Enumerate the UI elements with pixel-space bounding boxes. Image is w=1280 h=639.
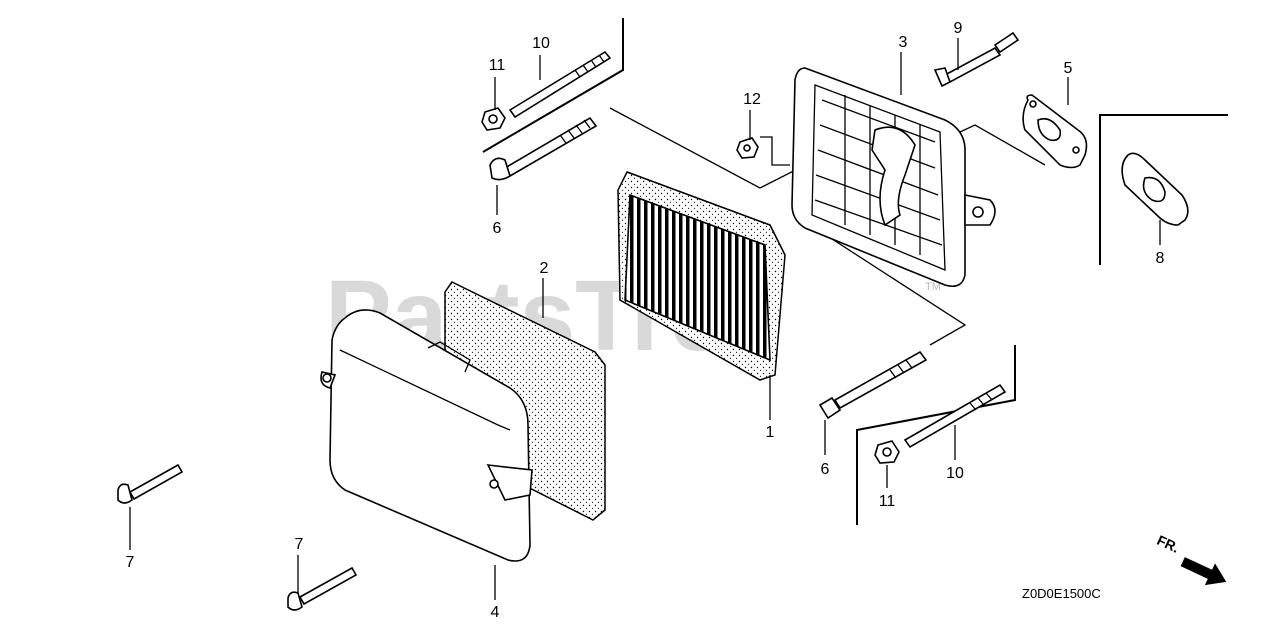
callout-6-lower: 6 <box>821 461 830 478</box>
callout-7-left: 7 <box>126 554 135 571</box>
nut-11-lower[interactable] <box>874 440 900 464</box>
callout-10-lower: 10 <box>946 465 964 482</box>
callout-7-bottom: 7 <box>295 536 304 553</box>
callout-11-upper: 11 <box>489 57 506 74</box>
callout-1: 1 <box>766 424 775 441</box>
front-direction-arrow: FR. <box>1155 532 1227 586</box>
callout-10-upper: 10 <box>532 35 550 52</box>
watermark-trademark: TM <box>925 281 941 293</box>
bolt-9[interactable] <box>933 31 1020 88</box>
nut-12[interactable] <box>736 137 759 159</box>
gasket-5[interactable] <box>1022 94 1088 169</box>
callout-6-upper: 6 <box>493 220 502 237</box>
callout-4: 4 <box>491 604 500 621</box>
bolt-6-lower[interactable] <box>818 350 928 420</box>
air-filter-element[interactable] <box>617 171 786 381</box>
air-cleaner-cover[interactable] <box>320 309 533 562</box>
bolt-10-lower[interactable] <box>903 383 1007 449</box>
callout-5: 5 <box>1064 60 1073 77</box>
screw-7-bottom[interactable] <box>287 566 358 611</box>
gasket-8[interactable] <box>1121 152 1189 226</box>
diagram-code: Z0D0E1500C <box>1022 586 1101 601</box>
arrow-icon <box>1180 557 1227 586</box>
callout-9: 9 <box>954 20 963 37</box>
front-arrow-label: FR. <box>1155 532 1182 556</box>
bolt-6-upper[interactable] <box>489 116 598 181</box>
callout-11-lower: 11 <box>879 493 896 510</box>
callout-12: 12 <box>743 91 761 108</box>
leader-lines <box>129 38 1161 600</box>
screw-7-left[interactable] <box>117 463 184 504</box>
callout-3: 3 <box>899 34 908 51</box>
nut-11-upper[interactable] <box>481 107 506 131</box>
callout-2: 2 <box>540 260 549 277</box>
air-cleaner-case[interactable] <box>791 67 996 288</box>
callout-8: 8 <box>1156 250 1165 267</box>
bolt-10-upper[interactable] <box>508 50 612 119</box>
